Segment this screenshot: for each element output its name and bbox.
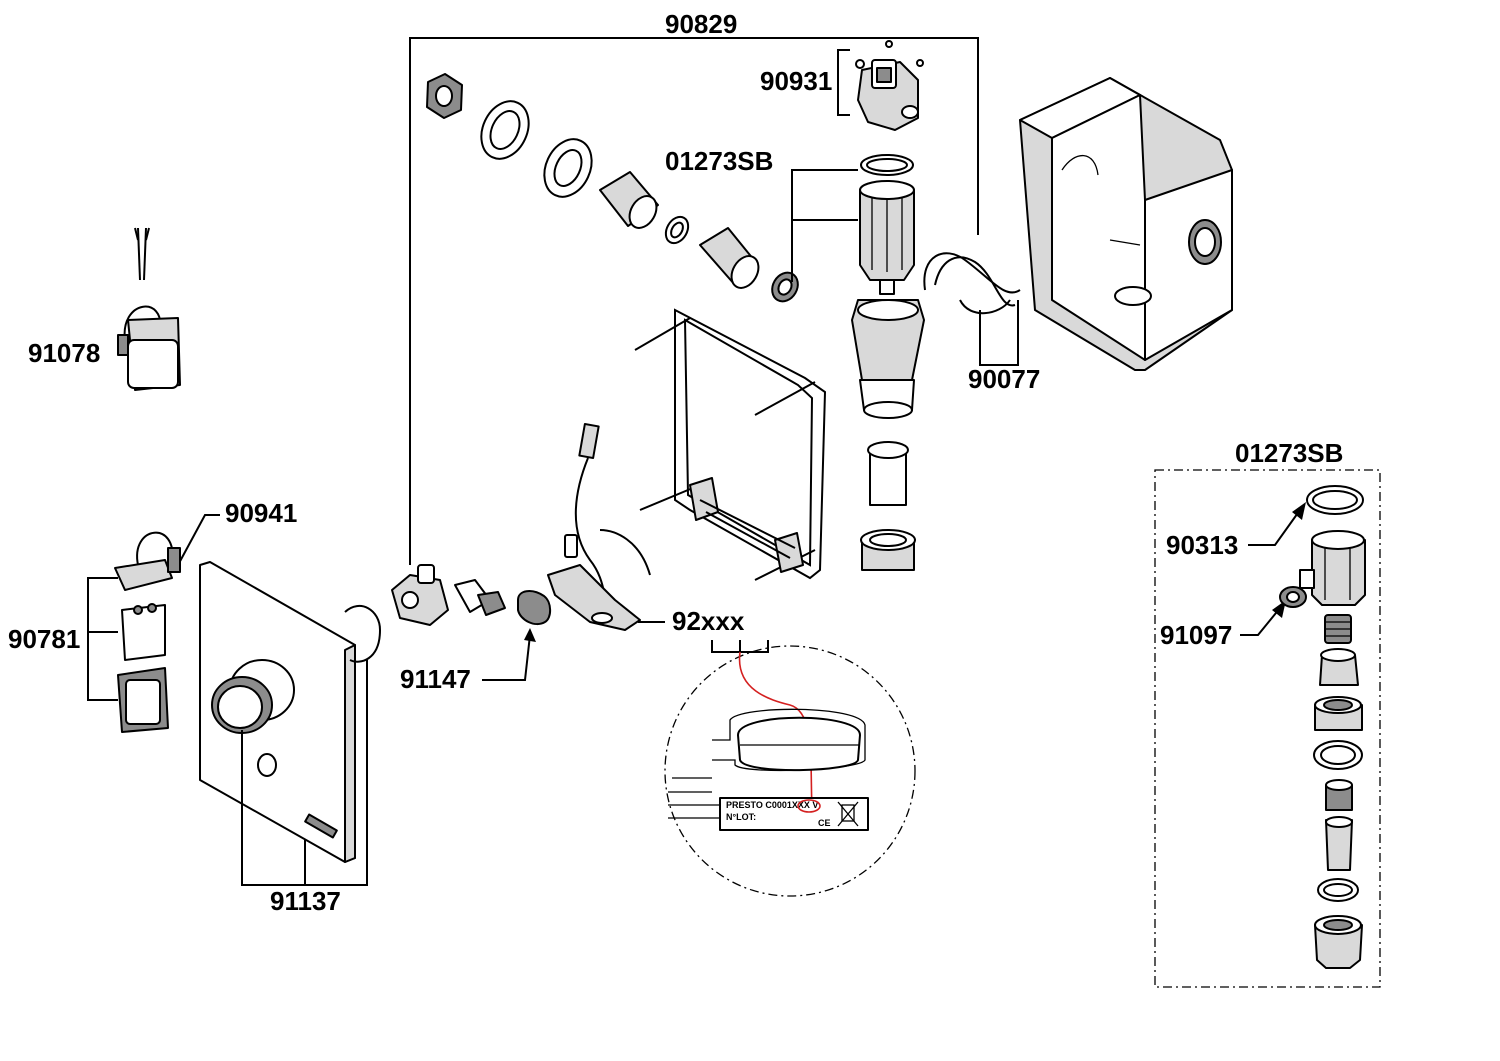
label-90829: 90829 (665, 9, 737, 39)
back-box (1019, 77, 1233, 371)
assembly-90829-bracket: 90829 (409, 9, 979, 565)
nut-and-washers (426, 73, 799, 303)
label-90931: 90931 (760, 66, 832, 96)
label-90313: 90313 (1166, 530, 1238, 560)
label-91147: 91147 (400, 664, 471, 694)
tee-fitting (391, 564, 506, 626)
weee-bin-icon (837, 801, 859, 827)
battery-pack-90781: 90781 (8, 577, 169, 733)
cartridge-01273sb-main: 01273SB (665, 146, 915, 295)
label-plate-line2: N°LOT: (726, 812, 756, 822)
label-01273sb-detail: 01273SB (1235, 438, 1343, 468)
label-90077: 90077 (968, 364, 1040, 394)
electrovalve-90931: 90931 (760, 40, 924, 131)
front-plate-91137: 91137 (199, 561, 382, 916)
label-91078: 91078 (28, 338, 100, 368)
label-90781: 90781 (8, 624, 80, 654)
label-91137: 91137 (270, 886, 341, 916)
sensor-cap-91147: 91147 (400, 590, 552, 694)
label-92xxx: 92xxx (672, 606, 745, 636)
cable-hook-90077: 90077 (923, 252, 1040, 394)
label-plate-line1: PRESTO C0001XXX V (726, 800, 818, 810)
valve-body-stack (851, 299, 925, 571)
label-plate-detail: PRESTO C0001XXX V N°LOT: CE (664, 645, 916, 897)
ce-mark: CE (818, 818, 831, 828)
label-90941: 90941 (225, 498, 297, 528)
label-01273sb-main: 01273SB (665, 146, 773, 176)
electronics-92xxx: 92xxx (547, 423, 769, 653)
mounting-frame (634, 308, 827, 581)
label-91097: 91097 (1160, 620, 1232, 650)
cartridge-detail-panel: 01273SB 90313 91097 (1154, 438, 1381, 988)
connector-90941: 90941 (114, 498, 297, 591)
battery-holder-91078: 91078 (28, 227, 181, 391)
